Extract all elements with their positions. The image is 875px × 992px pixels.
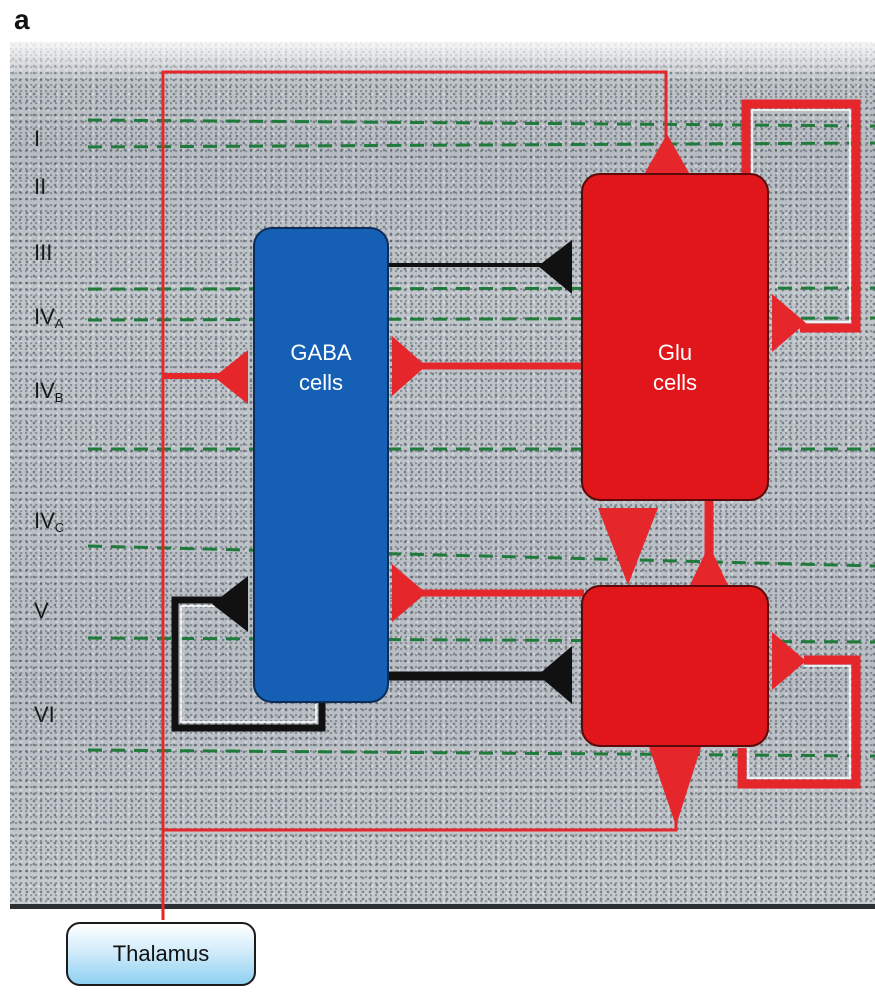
glu-to-lower-glu-arrowhead xyxy=(598,508,658,585)
thalamus-to-gaba-arrowhead xyxy=(214,350,248,404)
boundary-line-1 xyxy=(88,120,875,126)
lower-glu-to-glu-arrowhead xyxy=(690,545,728,585)
layer-label-iii: III xyxy=(34,242,52,264)
glu-self-arrowhead xyxy=(772,294,806,352)
gaba-self-arrowhead xyxy=(212,576,248,632)
boundary-line-6 xyxy=(88,546,875,566)
boundary-line-2 xyxy=(88,143,875,147)
layer-label-i: I xyxy=(34,128,40,150)
lower-glu-cells-box xyxy=(582,586,768,746)
boundary-line-8 xyxy=(88,750,875,756)
glu-to-gaba-arrowhead xyxy=(392,336,426,396)
glu-to-layer-i-arrowhead xyxy=(642,134,692,178)
gaba-to-glu-arrowhead xyxy=(538,240,572,294)
layer-label-ivc: IVC xyxy=(34,510,64,534)
layer-label-vi: VI xyxy=(34,704,55,726)
layer-label-ii: II xyxy=(34,176,46,198)
thalamus-box: Thalamus xyxy=(66,922,256,986)
thalamus-label: Thalamus xyxy=(113,941,210,967)
layer-label-v: V xyxy=(34,600,49,622)
lower-glu-output-arrowhead xyxy=(648,744,702,826)
thalamic-axon-bottom xyxy=(163,800,676,830)
layer-label-iva: IVA xyxy=(34,306,63,330)
lower-glu-to-gaba-arrowhead xyxy=(392,564,426,622)
glu-cells-box xyxy=(582,174,768,500)
layer-label-ivb: IVB xyxy=(34,380,63,404)
gaba-cells-box xyxy=(254,228,388,702)
gaba-to-lower-glu-arrowhead xyxy=(538,646,572,704)
